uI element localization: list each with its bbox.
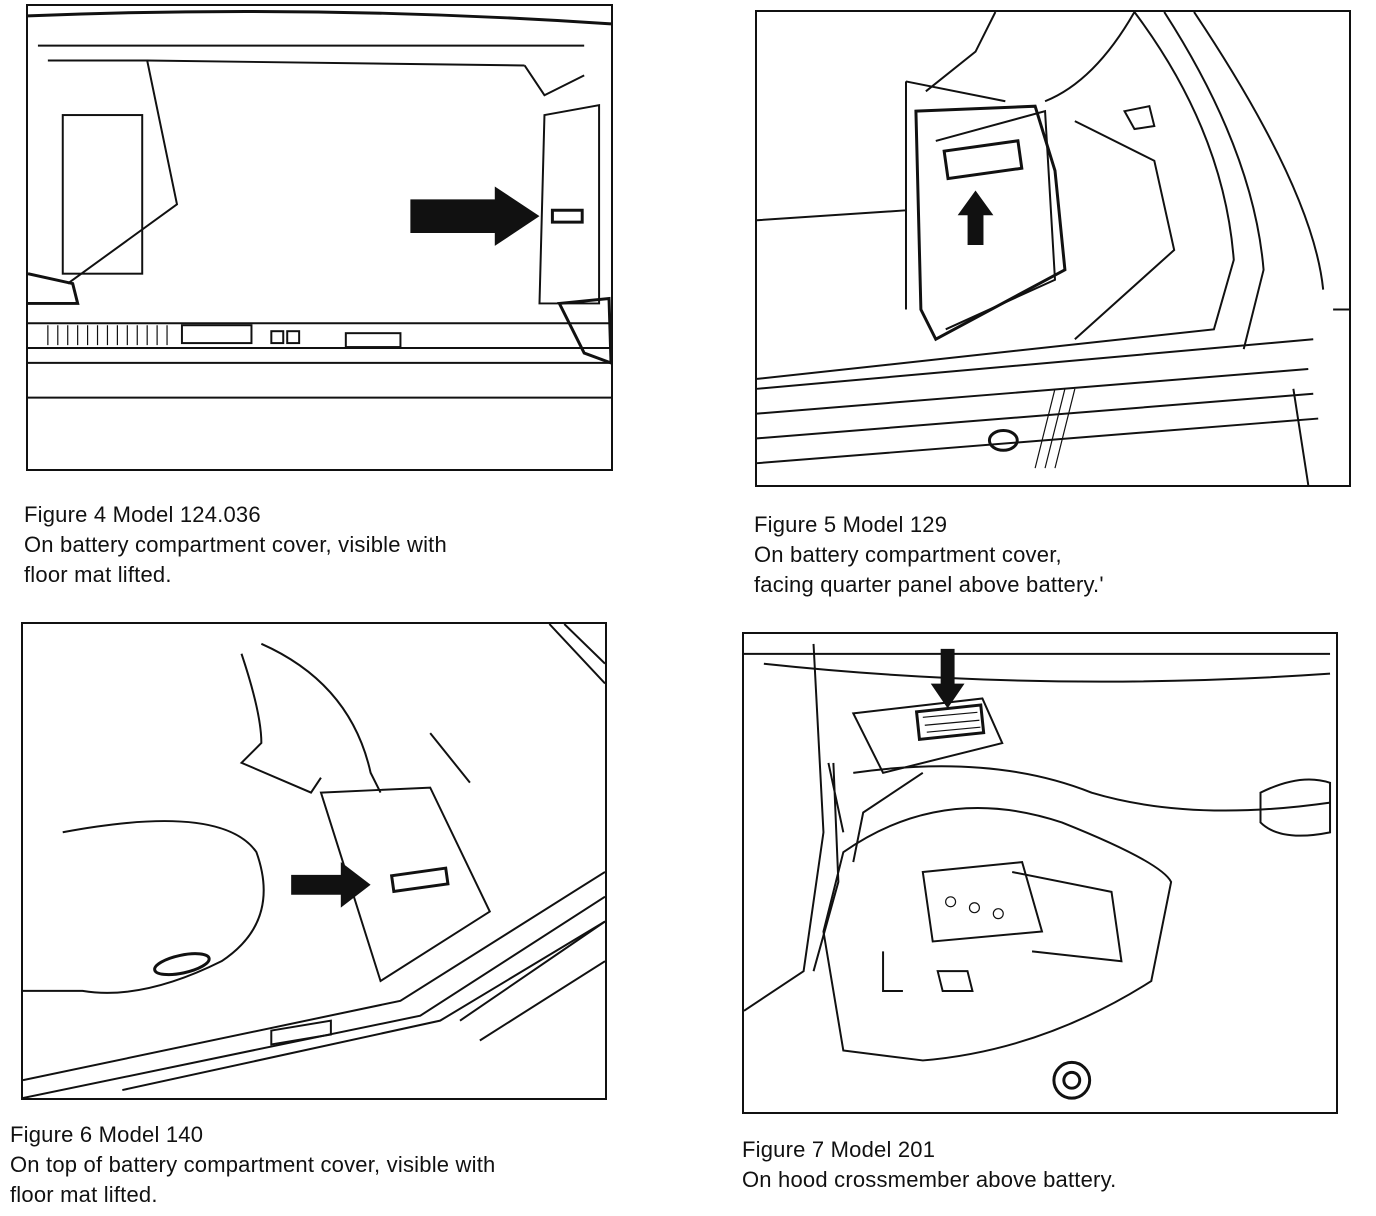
figure-6-caption-line-1: On top of battery compartment cover, vis…	[10, 1152, 496, 1177]
figure-7-caption: Figure 7 Model 201 On hood crossmember a…	[742, 1135, 1116, 1195]
figure-5-illustration	[755, 10, 1351, 487]
figure-6-caption-line-2: floor mat lifted.	[10, 1182, 158, 1207]
figure-5-caption-line-1: On battery compartment cover,	[754, 542, 1062, 567]
figure-6-title: Figure 6 Model 140	[10, 1122, 204, 1147]
figure-7-caption-line-1: On hood crossmember above battery.	[742, 1167, 1117, 1192]
figure-7-illustration	[742, 632, 1338, 1114]
figure-7-title: Figure 7 Model 201	[742, 1137, 936, 1162]
figure-5-caption-line-2: facing quarter panel above battery.'	[754, 572, 1104, 597]
figure-4-caption: Figure 4 Model 124.036 On battery compar…	[24, 500, 447, 590]
figure-6-illustration	[21, 622, 607, 1100]
figure-4-title: Figure 4 Model 124.036	[24, 502, 261, 527]
figure-4-caption-line-1: On battery compartment cover, visible wi…	[24, 532, 447, 557]
figure-5-caption: Figure 5 Model 129 On battery compartmen…	[754, 510, 1104, 600]
figure-4-illustration	[26, 4, 613, 471]
figure-5-title: Figure 5 Model 129	[754, 512, 948, 537]
figure-6-caption: Figure 6 Model 140 On top of battery com…	[10, 1120, 495, 1210]
figure-4-caption-line-2: floor mat lifted.	[24, 562, 172, 587]
